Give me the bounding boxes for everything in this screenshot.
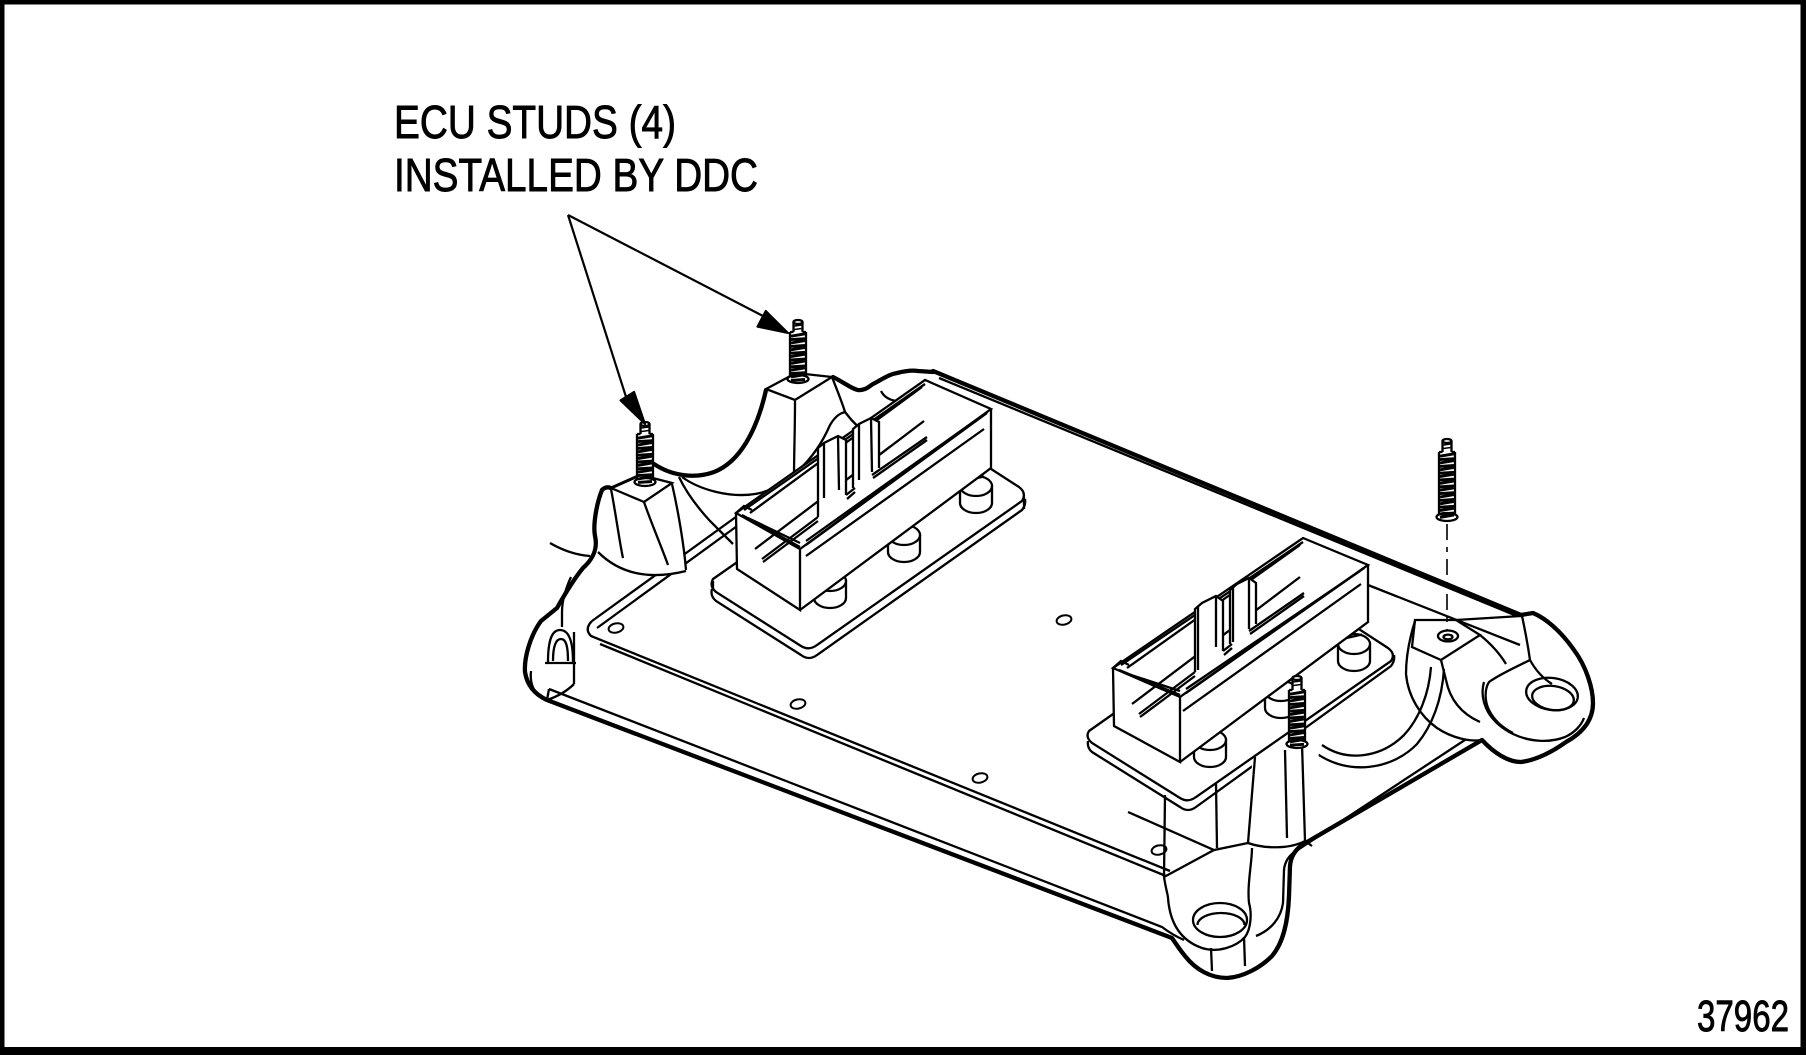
svg-text:37962: 37962 (1697, 992, 1789, 1041)
svg-text:ECU STUDS (4): ECU STUDS (4) (394, 96, 676, 148)
svg-text:INSTALLED BY DDC: INSTALLED BY DDC (394, 149, 758, 201)
